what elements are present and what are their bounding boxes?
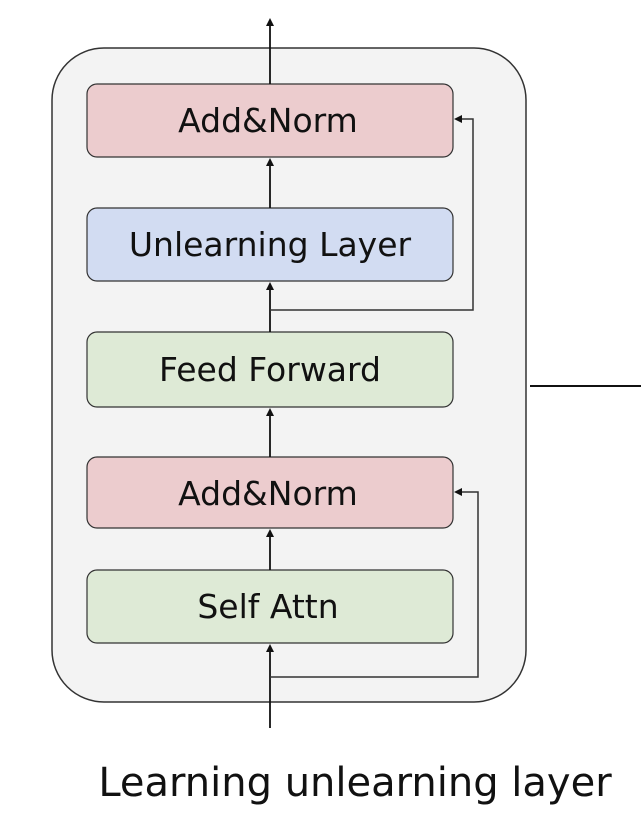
self-attn-block: Self Attn <box>86 569 454 644</box>
self-attn-label: Self Attn <box>197 587 338 626</box>
unlearning-layer-label: Unlearning Layer <box>129 225 412 264</box>
add-norm-bottom-label: Add&Norm <box>178 474 358 513</box>
unlearning-layer-block: Unlearning Layer <box>86 207 454 282</box>
diagram-caption: Learning unlearning layer <box>98 760 612 806</box>
residual-connection-bottom <box>270 488 479 678</box>
add-norm-bottom-block: Add&Norm <box>86 456 454 529</box>
residual-connection-top <box>270 115 474 311</box>
add-norm-top-block: Add&Norm <box>86 83 454 158</box>
add-norm-top-label: Add&Norm <box>178 101 358 140</box>
feed-forward-label: Feed Forward <box>159 350 381 389</box>
feed-forward-block: Feed Forward <box>86 331 454 408</box>
